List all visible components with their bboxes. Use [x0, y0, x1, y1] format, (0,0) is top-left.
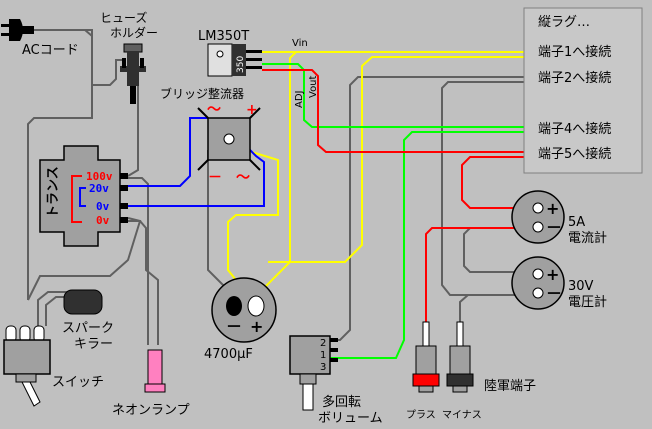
- spark-label-2: キラー: [74, 337, 113, 352]
- wire-yellow-cap: [227, 149, 279, 291]
- voltmeter-icon: [511, 256, 565, 310]
- regulator-mark: 350: [236, 56, 246, 73]
- ammeter-label-2: 電流計: [568, 230, 607, 246]
- wires-yellow: [227, 51, 530, 291]
- pot-pin-1: 2: [320, 338, 326, 349]
- fuse-label-1: ヒューズ: [100, 10, 147, 25]
- spark-killer-icon: [63, 289, 103, 315]
- pot-label-1: 多回転: [322, 394, 361, 410]
- wires-gray: [27, 29, 530, 345]
- wire-blue-0v: [128, 149, 265, 207]
- wire-lug-gray-vm: [441, 81, 530, 296]
- transformer-label: トランス: [46, 166, 61, 218]
- ammeter-icon: [511, 190, 565, 244]
- wires-green: [262, 63, 530, 359]
- wire-lug2-pot: [330, 76, 530, 341]
- wire-red-ammeter-plus-terminal: [425, 227, 528, 345]
- voltmeter-label-1: 30V: [568, 279, 594, 294]
- cap-minus-label: －: [226, 317, 242, 336]
- ammeter-label-1: 5A: [568, 215, 585, 230]
- regulator-icon: [207, 43, 262, 77]
- wires-blue: [128, 117, 265, 207]
- tap-0v-blue-label: 0v: [96, 200, 110, 213]
- wire-bridge-minus-cap: [207, 150, 231, 293]
- pot-pin-2: 1: [320, 350, 326, 361]
- tap-0v-red-label: 0v: [96, 214, 110, 227]
- fuse-holder-icon: [120, 43, 146, 104]
- capacitor-icon: [211, 277, 277, 343]
- vout-label: Vout: [308, 75, 319, 98]
- switch-icon: [3, 325, 51, 407]
- neon-lamp-icon: [144, 349, 166, 393]
- bridge-ac1-label: ～: [207, 102, 221, 118]
- switch-label: スイッチ: [52, 375, 104, 390]
- bridge-plus-label: +: [246, 102, 258, 118]
- lug-strip-box: [523, 7, 643, 174]
- neon-lamp-label: ネオンランプ: [112, 403, 190, 418]
- terminals-label: 陸軍端子: [484, 378, 536, 394]
- wires-red: [262, 69, 530, 345]
- pot-label-2: ボリューム: [318, 411, 383, 426]
- plus-terminal-label: プラス: [406, 409, 436, 421]
- ammeter-minus-label: －: [546, 218, 562, 237]
- wire-neon-b: [128, 220, 159, 345]
- transformer-terminals: [120, 173, 128, 223]
- lug-4-label: 端子4へ接続: [538, 121, 611, 137]
- plus-terminal-icon: [412, 321, 440, 393]
- bridge-ac2-label: ～: [236, 170, 250, 186]
- tap-100v-label: 100v: [86, 170, 113, 183]
- ammeter-plus-label: +: [546, 199, 559, 218]
- wire-blue-20v: [128, 117, 208, 187]
- pot-pin-3: 3: [320, 362, 326, 373]
- wire-neon-a: [128, 177, 149, 345]
- wire-green-pot: [330, 131, 530, 359]
- adj-label: ADJ: [294, 91, 305, 109]
- tap-20v-label: 20v: [89, 182, 109, 195]
- bridge-minus-label: －: [208, 170, 222, 186]
- lug-1-label: 端子1へ接続: [538, 44, 611, 60]
- regulator-label: LM350T: [198, 29, 249, 44]
- ac-plug-icon: [1, 19, 34, 41]
- voltmeter-label-2: 電圧計: [568, 294, 607, 310]
- spark-label-1: スパーク: [62, 321, 114, 336]
- bridge-label: ブリッジ整流器: [160, 86, 244, 101]
- fuse-label-2: ホルダー: [110, 25, 158, 40]
- wire-switch-spark: [37, 291, 74, 326]
- minus-terminal-icon: [446, 321, 474, 393]
- vin-label: Vin: [292, 38, 308, 49]
- ac-cord-label: ACコード: [22, 43, 79, 58]
- wire-adj: [262, 63, 530, 128]
- lug-2-label: 端子2へ接続: [538, 70, 611, 86]
- voltmeter-minus-label: －: [546, 284, 562, 303]
- bridge-rectifier-icon: [197, 107, 261, 171]
- wire-red-lug5-ammeter: [461, 156, 530, 209]
- wire-fuse-to-100v: [127, 85, 139, 177]
- wire-yellow-lug1: [268, 56, 530, 263]
- minus-terminal-label: マイナス: [442, 409, 482, 421]
- wire-vout: [262, 69, 530, 153]
- wire-yellow-bridge-plus: [261, 51, 297, 291]
- voltmeter-plus-label: +: [546, 265, 559, 284]
- potentiometer-icon: [289, 335, 338, 411]
- cap-plus-label: +: [250, 317, 263, 336]
- lug-5-label: 端子5へ接続: [538, 146, 611, 162]
- lug-title: 縦ラグ…: [538, 15, 590, 30]
- capacitor-label: 4700μF: [204, 347, 253, 362]
- wire-ac-to-switch: [27, 29, 93, 300]
- transformer-icon: [39, 145, 121, 247]
- wire-vm-to-terminal: [459, 294, 528, 345]
